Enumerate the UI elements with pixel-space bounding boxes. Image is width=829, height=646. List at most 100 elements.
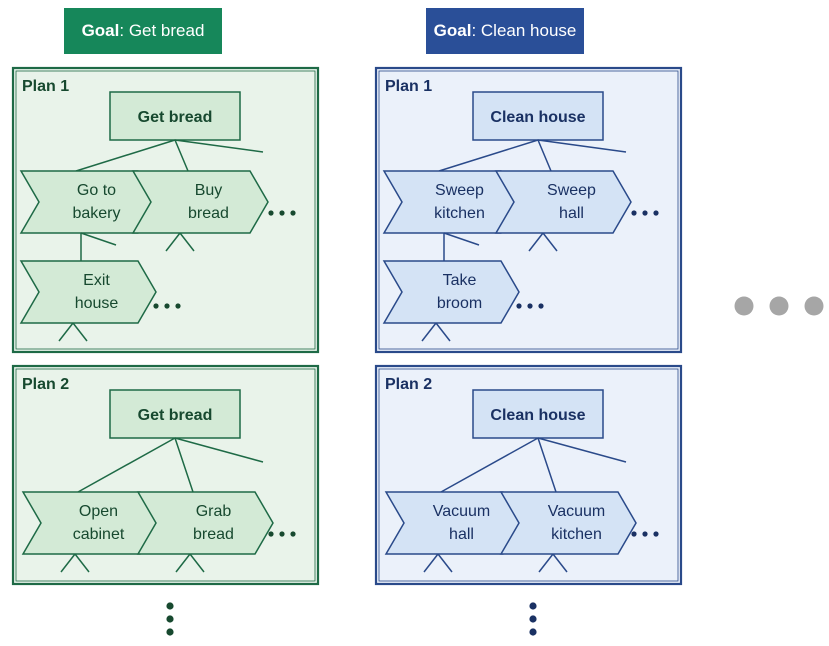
step-label-line1: Sweep [547,182,596,199]
decomposition-line [528,232,544,252]
hierarchy-edge [75,139,176,172]
step-chevron [21,491,159,555]
more-substeps-dots [153,303,181,309]
plan-frame-inner [15,70,316,350]
step-label-line1: Grab [196,503,232,520]
step-label-line2: hall [559,205,584,222]
more-steps-dots [268,210,296,216]
goal-header-get-bread: Goal: Get bread [64,8,222,54]
root-node [109,389,241,439]
ellipsis-dot [631,531,637,537]
root-node-label: Clean house [490,407,585,424]
step-chevron [136,491,274,555]
ellipsis-dot [268,531,274,537]
step-label-line1: Vacuum [548,503,606,520]
decomposition-line [538,553,554,573]
decomposition-line [421,322,437,342]
more-plans-dot [166,615,174,623]
more-goals-dots [734,296,824,316]
step-chevron [19,170,157,234]
hierarchy-edge [174,437,264,463]
hierarchy-edge [537,139,627,153]
hierarchy-edge [438,139,539,172]
plan-frame-inner [378,70,679,350]
decomposition-line [165,232,181,252]
step-label-line2: cabinet [73,526,125,543]
step-chevron [19,260,157,324]
step-label-line2: hall [449,526,474,543]
hierarchy-edge [537,139,552,172]
step-label-line1: Buy [195,182,223,199]
substep-label-line2: broom [437,295,482,312]
decomposition-line [175,553,191,573]
more-steps-dots [631,210,659,216]
step-chevron [384,491,522,555]
decomposition-line [60,553,76,573]
decomposition-line [74,553,90,573]
ellipsis-dot [175,303,181,309]
plan-frame-inner [15,368,316,582]
plan-frame-inner [378,368,679,582]
more-steps-dots [631,531,659,537]
decomposition-line [552,553,568,573]
plan-label: Plan 1 [385,78,432,95]
step-chevron [131,170,269,234]
goal-prefix: Goal [81,21,120,40]
ellipsis-dot [631,210,637,216]
step-label-line2: kitchen [434,205,485,222]
hierarchy-edge [174,437,194,493]
step-chevron [494,170,632,234]
more-plans-dot [529,602,537,610]
step-label-line2: kitchen [551,526,602,543]
hierarchy-edge [77,437,176,493]
decomposition-line [189,553,205,573]
step-label-line1: Sweep [435,182,484,199]
goal-colon: : [471,21,481,40]
ellipsis-dot [268,210,274,216]
hierarchy-edge [174,139,189,172]
ellipsis-dot [538,303,544,309]
hierarchy-edge [80,232,117,246]
more-plans-dot [166,602,174,610]
substep-label-line1: Take [443,272,477,289]
ellipsis-dot [653,210,659,216]
goal-name: Clean house [480,21,577,40]
step-label-line1: Vacuum [433,503,491,520]
plan-label: Plan 2 [385,376,432,393]
ellipsis-dot [279,531,285,537]
root-node [472,389,604,439]
step-label-line1: Open [79,503,118,520]
goal-colon: : [119,21,129,40]
ellipsis-dot [642,210,648,216]
step-chevron [382,260,520,324]
hierarchy-edge [174,139,264,153]
root-node-label: Clean house [490,109,585,126]
plan-label: Plan 1 [22,78,69,95]
decomposition-line [437,553,453,573]
step-chevron [382,170,520,234]
substep-label-line1: Exit [83,272,110,289]
root-node [109,91,241,141]
hierarchy-edge [443,232,480,246]
decomposition-line [58,322,74,342]
substep-label-line2: house [75,295,119,312]
root-node [472,91,604,141]
more-goals-dot [804,296,824,316]
decomposition-line [423,553,439,573]
more-plans-dot [529,615,537,623]
ellipsis-dot [516,303,522,309]
ellipsis-dot [290,210,296,216]
step-label-line2: bakery [72,205,120,222]
root-node-label: Get bread [138,407,213,424]
ellipsis-dot [153,303,159,309]
root-node-label: Get bread [138,109,213,126]
hierarchy-edge [537,437,557,493]
more-plans-dot [166,628,174,636]
decomposition-line [435,322,451,342]
more-goals-dot [734,296,754,316]
